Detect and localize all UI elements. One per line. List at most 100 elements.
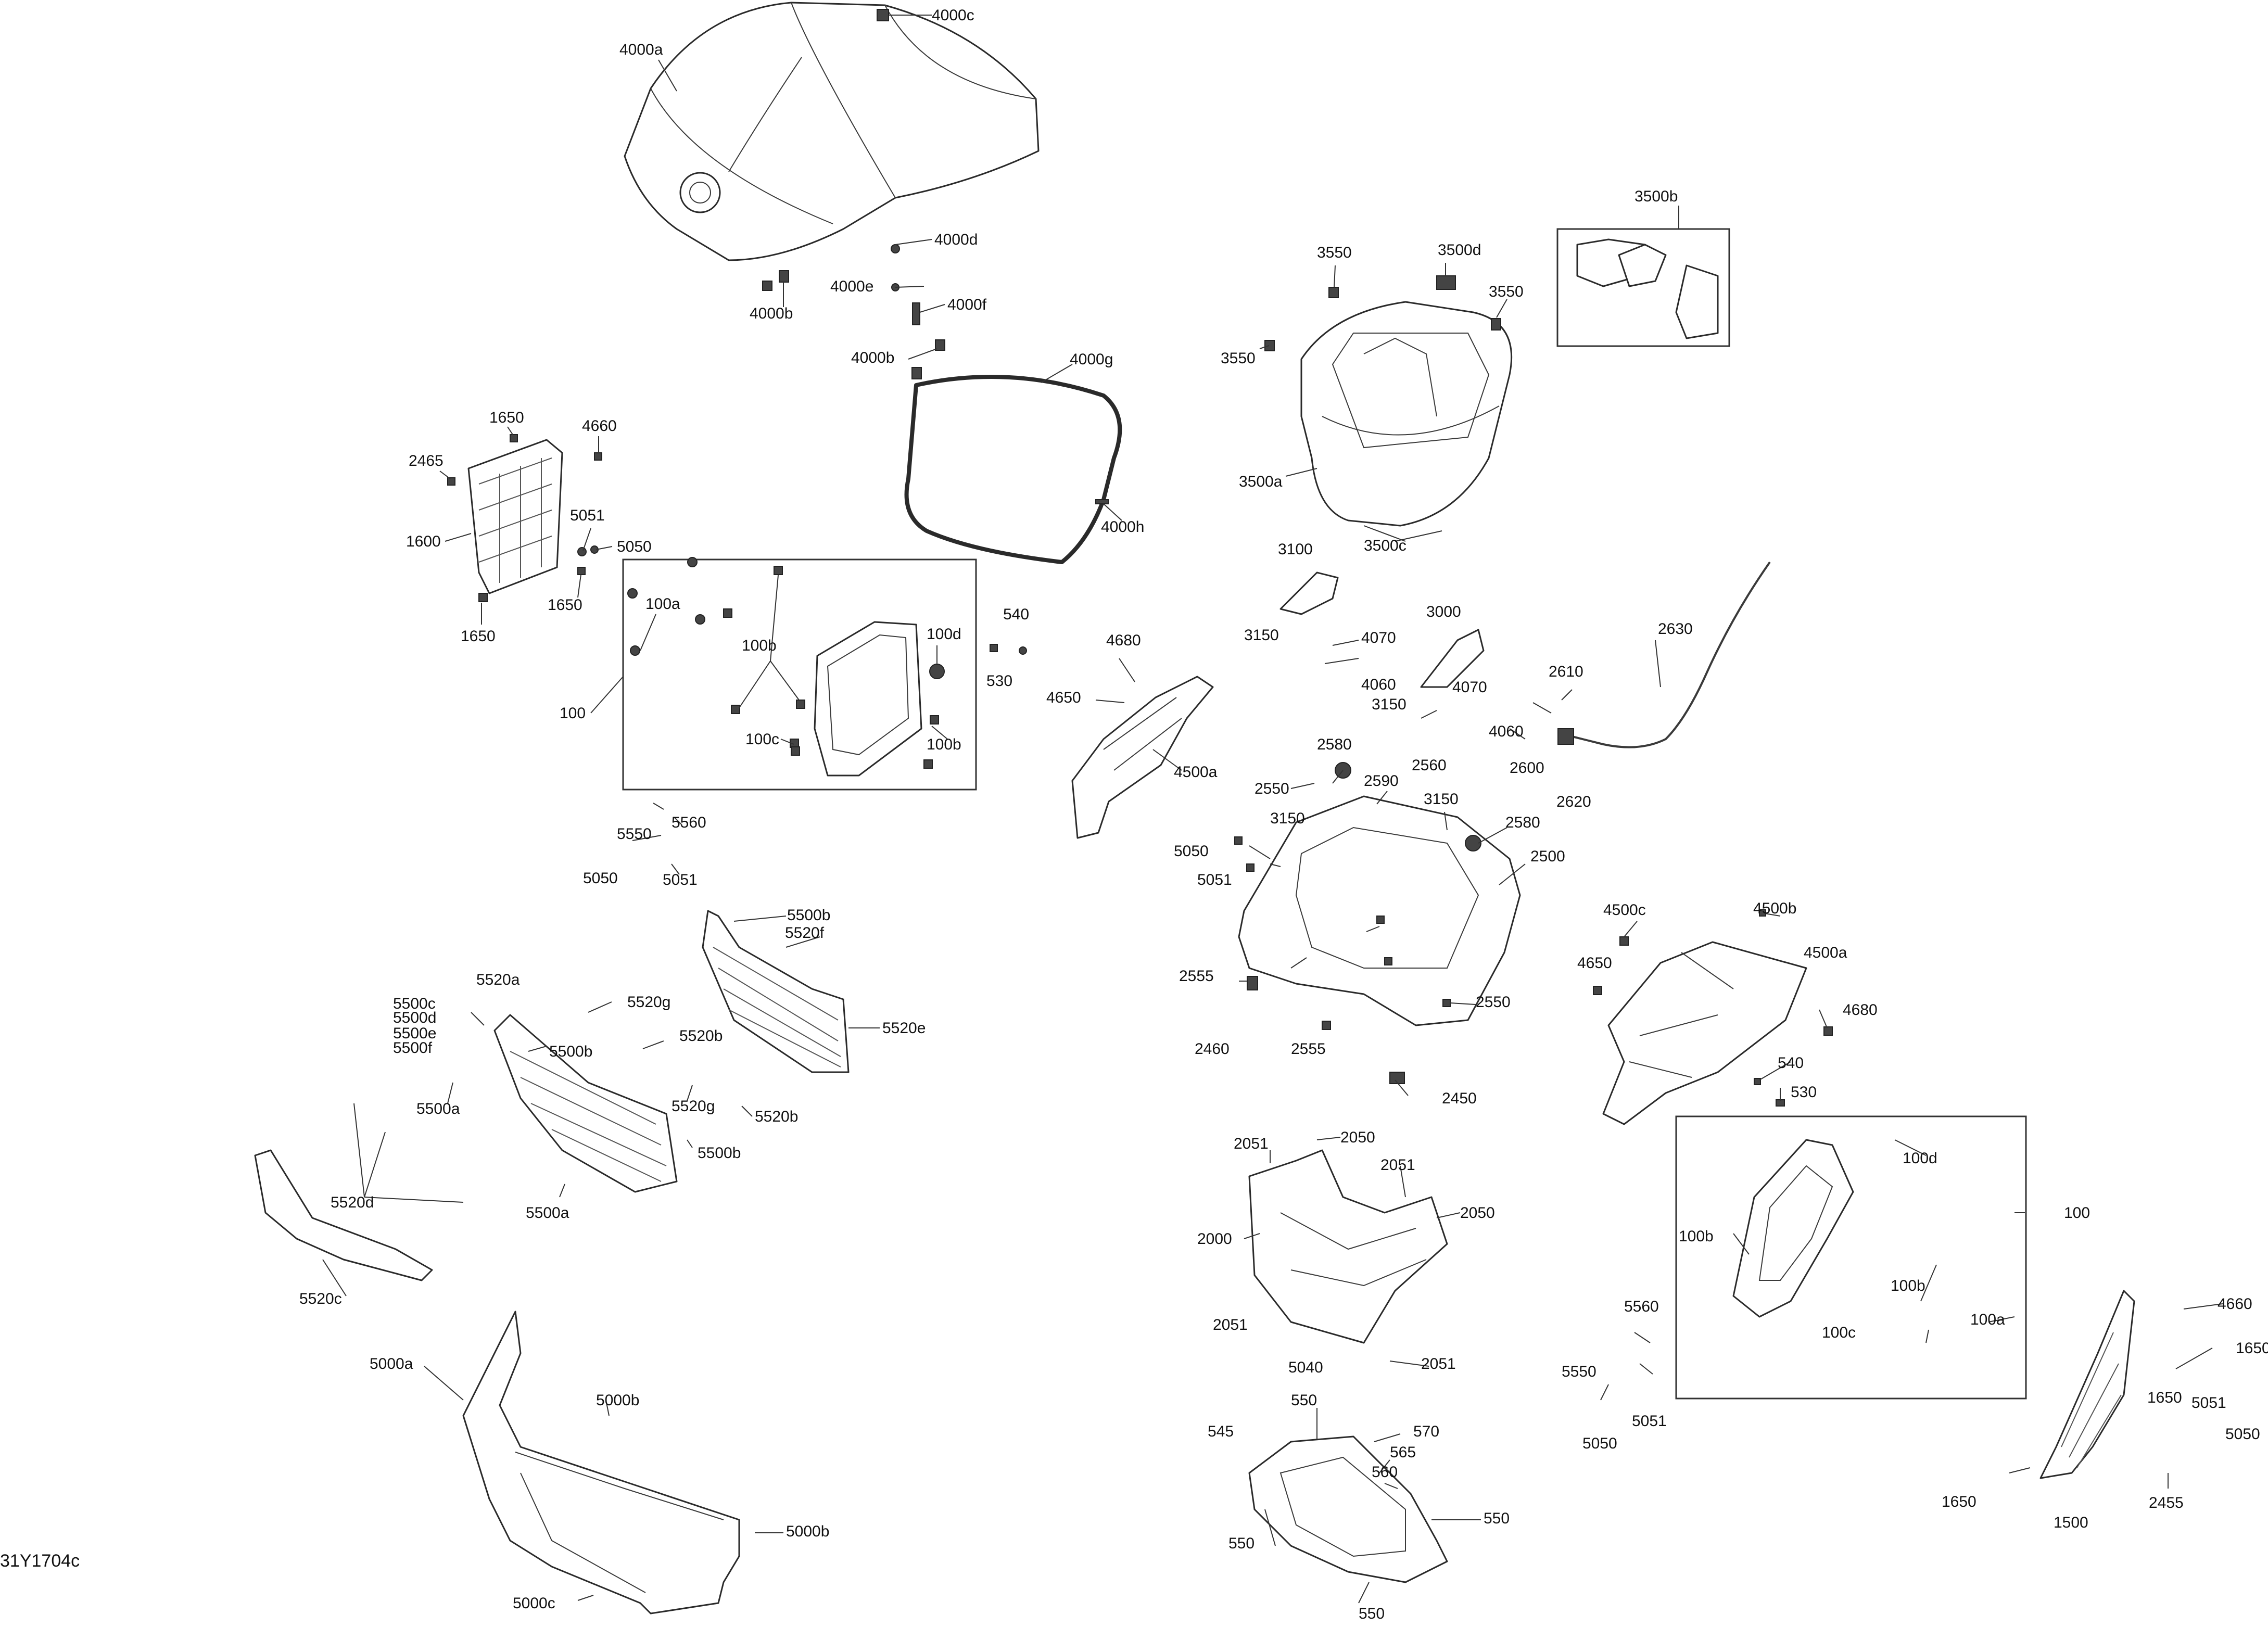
label-4000g: 4000g bbox=[1070, 351, 1113, 368]
label-1650: 1650 bbox=[2147, 1389, 2182, 1406]
label-2555: 2555 bbox=[1291, 1040, 1326, 1058]
label-5550: 5550 bbox=[1562, 1363, 1597, 1380]
part-4000c bbox=[877, 9, 889, 21]
label-1650: 1650 bbox=[2236, 1340, 2268, 1357]
label-1500: 1500 bbox=[2054, 1514, 2088, 1531]
label-530: 530 bbox=[1791, 1084, 1817, 1101]
label-100c: 100c bbox=[1822, 1324, 1856, 1341]
label-100: 100 bbox=[2064, 1204, 2090, 1222]
label-3000: 3000 bbox=[1426, 603, 1461, 620]
label-5550: 5550 bbox=[617, 825, 652, 843]
label-4500b: 4500b bbox=[1753, 900, 1796, 917]
part-3500b-panels bbox=[1576, 238, 1719, 339]
label-5520e: 5520e bbox=[882, 1020, 926, 1037]
label-4680: 4680 bbox=[1843, 1001, 1878, 1019]
label-5050: 5050 bbox=[1174, 843, 1209, 860]
part-100-headlight-housing-upper bbox=[814, 621, 922, 777]
label-550: 550 bbox=[1228, 1535, 1255, 1552]
label-4060: 4060 bbox=[1361, 676, 1396, 693]
label-5560: 5560 bbox=[671, 814, 706, 831]
label-2455: 2455 bbox=[2149, 1494, 2184, 1511]
label-2000: 2000 bbox=[1197, 1230, 1232, 1248]
label-2560: 2560 bbox=[1412, 757, 1447, 774]
label-5500e: 5500e bbox=[393, 1025, 436, 1042]
label-1650: 1650 bbox=[461, 628, 496, 645]
label-550: 550 bbox=[1359, 1605, 1385, 1622]
label-1650: 1650 bbox=[489, 409, 524, 426]
label-3500d: 3500d bbox=[1438, 241, 1481, 259]
label-2580: 2580 bbox=[1505, 814, 1540, 831]
label-5520g: 5520g bbox=[671, 1098, 715, 1115]
label-5000a: 5000a bbox=[370, 1355, 413, 1372]
label-4500a: 4500a bbox=[1174, 764, 1218, 781]
part-4500a-side-panel-right bbox=[1602, 941, 1807, 1125]
label-4000c: 4000c bbox=[932, 7, 974, 24]
part-4500a-side-trim-left bbox=[1071, 676, 1214, 839]
label-1650: 1650 bbox=[548, 596, 582, 614]
callout-box-100-upper bbox=[622, 558, 977, 791]
part-3100-bracket bbox=[1279, 571, 1339, 615]
label-2580: 2580 bbox=[1317, 736, 1352, 753]
part-4000h bbox=[1095, 499, 1109, 504]
label-5050: 5050 bbox=[617, 538, 652, 555]
label-5500f: 5500f bbox=[393, 1039, 433, 1057]
label-5520a: 5520a bbox=[476, 971, 520, 988]
leader-lines bbox=[322, 15, 2223, 1604]
part-3500a-storage-bin bbox=[1300, 301, 1513, 527]
label-5520d: 5520d bbox=[331, 1194, 374, 1211]
label-5500b: 5500b bbox=[787, 907, 830, 924]
label-100: 100 bbox=[560, 705, 586, 722]
label-3500b: 3500b bbox=[1635, 188, 1678, 205]
label-4000h: 4000h bbox=[1101, 518, 1144, 536]
label-2610: 2610 bbox=[1549, 663, 1583, 680]
label-3150: 3150 bbox=[1372, 696, 1407, 713]
label-4500a: 4500a bbox=[1804, 944, 1847, 961]
label-2051: 2051 bbox=[1213, 1316, 1248, 1333]
label-100c: 100c bbox=[745, 731, 779, 748]
label-100b: 100b bbox=[1891, 1277, 1925, 1294]
part-2600 bbox=[1557, 728, 1574, 745]
label-5051: 5051 bbox=[1632, 1413, 1667, 1430]
label-550: 550 bbox=[1291, 1392, 1317, 1409]
label-100a: 100a bbox=[1970, 1311, 2005, 1328]
label-4680: 4680 bbox=[1106, 632, 1141, 649]
fasteners-3550 bbox=[1264, 275, 1501, 351]
label-2051: 2051 bbox=[1234, 1135, 1269, 1152]
label-5520g: 5520g bbox=[627, 994, 670, 1011]
fasteners-100-upper bbox=[627, 557, 945, 769]
label-4000f: 4000f bbox=[947, 296, 987, 313]
label-570: 570 bbox=[1413, 1423, 1439, 1440]
label-5000b: 5000b bbox=[786, 1523, 829, 1540]
label-560: 560 bbox=[1372, 1464, 1398, 1481]
label-100a: 100a bbox=[645, 595, 680, 613]
label-3150: 3150 bbox=[1424, 791, 1459, 808]
label-5500d: 5500d bbox=[393, 1009, 436, 1026]
label-5500b: 5500b bbox=[549, 1043, 592, 1060]
label-3500c: 3500c bbox=[1364, 537, 1407, 554]
label-3550: 3550 bbox=[1317, 244, 1352, 261]
part-1600-side-grille bbox=[467, 439, 563, 594]
label-5040: 5040 bbox=[1288, 1359, 1323, 1376]
label-3550: 3550 bbox=[1221, 350, 1256, 367]
part-540a bbox=[1019, 646, 1027, 655]
part-5520a-grille bbox=[493, 1014, 678, 1193]
label-100b: 100b bbox=[1679, 1228, 1714, 1245]
label-4000d: 4000d bbox=[934, 231, 978, 248]
label-4000a: 4000a bbox=[619, 41, 663, 58]
label-4000e: 4000e bbox=[830, 278, 873, 295]
label-5500b: 5500b bbox=[698, 1145, 741, 1162]
label-4000b: 4000b bbox=[750, 305, 793, 322]
label-565: 565 bbox=[1390, 1444, 1416, 1461]
label-2050: 2050 bbox=[1340, 1129, 1375, 1146]
label-100d: 100d bbox=[1903, 1150, 1937, 1167]
label-5050: 5050 bbox=[2225, 1426, 2260, 1443]
label-5000c: 5000c bbox=[513, 1595, 555, 1612]
label-5500a: 5500a bbox=[526, 1204, 569, 1222]
part-4000a-seat-cover bbox=[624, 2, 1040, 261]
label-4650: 4650 bbox=[1577, 955, 1612, 972]
label-3150: 3150 bbox=[1270, 810, 1305, 827]
label-2630: 2630 bbox=[1658, 620, 1693, 638]
label-3500a: 3500a bbox=[1239, 473, 1283, 490]
label-530: 530 bbox=[986, 672, 1012, 690]
label-1650: 1650 bbox=[1942, 1493, 1976, 1510]
